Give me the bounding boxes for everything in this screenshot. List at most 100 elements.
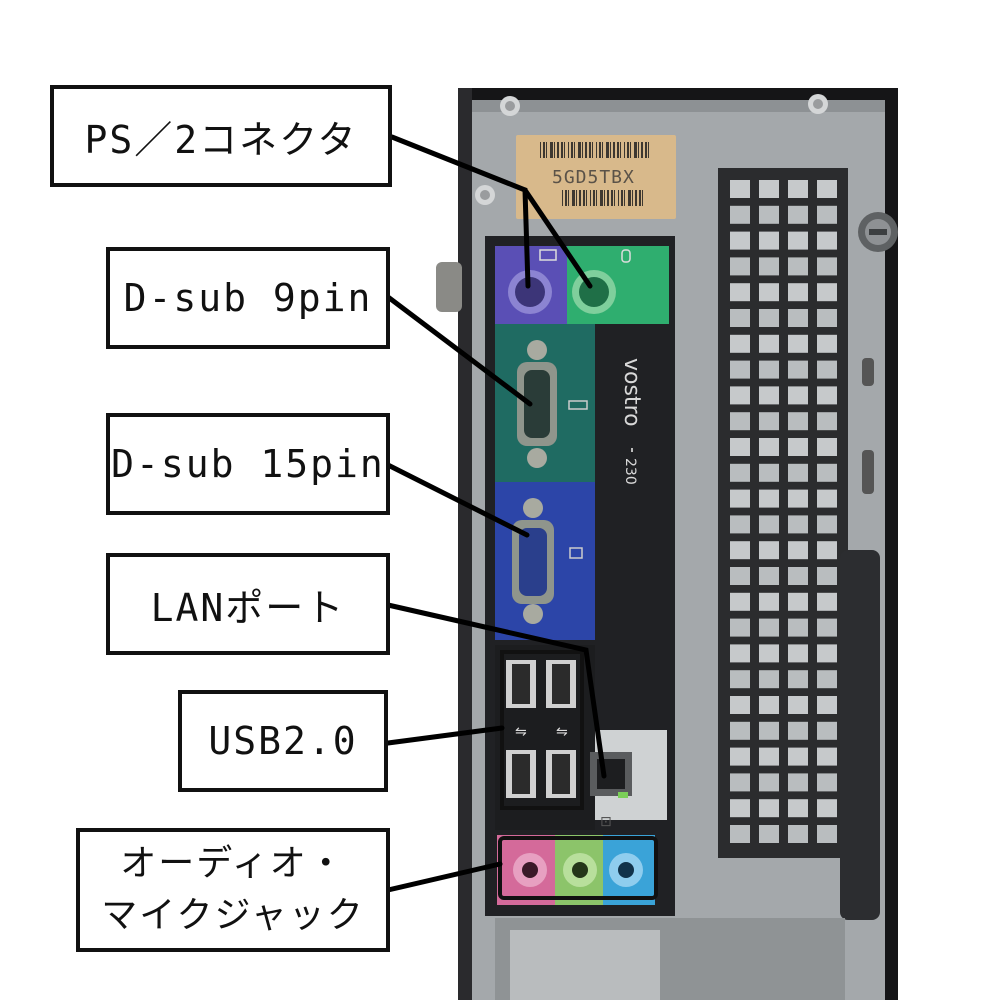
vent-hole [730,799,750,818]
brand-text: vostro [619,358,644,427]
callout-lan-text: LANポート [150,585,346,630]
vent-hole [788,360,808,379]
vent-hole [788,180,808,198]
vent-hole [817,412,837,431]
lower-slot-bracket [510,930,660,1000]
vent-hole [788,386,808,405]
chassis-side-edge [458,88,472,1000]
vent-hole [817,696,837,714]
monitor-icon [569,547,583,559]
chassis-recess [840,550,880,920]
vent-hole [759,309,779,327]
vent-hole [730,438,750,456]
vent-hole [817,773,837,792]
vent-hole [788,799,808,818]
vent-hole [788,825,808,843]
vent-hole [759,592,779,611]
lan-port [590,752,632,798]
thumb-screw [858,212,898,252]
callout-leader-lines [385,134,607,893]
vent-hole [788,489,808,508]
vent-hole [759,618,779,637]
vent-hole [759,721,779,740]
vent-hole [788,309,808,327]
callout-dsub15-text: D-sub 15pin [111,442,385,486]
callout-audio-text-line2: マイクジャック [101,895,365,936]
vent-hole [788,334,808,353]
vent-hole [817,386,837,405]
usb-icon: ⇋ [515,724,527,740]
vent-hole [730,541,750,560]
vent-hole [817,283,837,302]
vent-hole [817,489,837,508]
mouse-icon [621,249,631,263]
vent-hole [730,644,750,663]
vent-hole [817,360,837,379]
vent-hole [817,463,837,482]
vent-hole [788,773,808,792]
vent-hole [759,438,779,456]
vent-hole [759,180,779,198]
vent-hole [788,283,808,302]
vent-hole [730,773,750,792]
vent-hole [759,670,779,689]
ps2-mouse-port [572,270,616,314]
vent-hole [759,334,779,353]
vent-hole [788,515,808,534]
vent-hole [817,541,837,560]
vent-hole [730,205,750,224]
barcode [562,190,643,206]
vent-hole [817,799,837,818]
audio-highlight-box [498,836,658,900]
vent-hole [730,257,750,276]
vent-hole [817,644,837,663]
vent-grille [730,180,837,843]
vent-hole [817,670,837,689]
serial-icon [568,400,588,410]
audio-jack [513,853,643,887]
vent-hole [817,231,837,250]
vent-hole [730,721,750,740]
vent-hole [730,592,750,611]
vent-hole [788,541,808,560]
vent-hole [817,309,837,327]
callout-ps2-text: PS／2コネクタ [84,117,358,162]
vent-hole [759,515,779,534]
usb-icon: ⇋ [556,724,568,740]
dsub15-port [512,498,554,624]
vent-hole [759,283,779,302]
vent-hole [788,412,808,431]
side-latch [436,262,462,312]
vent-hole [817,257,837,276]
side-slot [862,358,874,386]
callout-usb-label: USB2.0 [178,690,388,792]
vent-hole [817,180,837,198]
vent-hole [730,670,750,689]
vent-hole [730,747,750,766]
vent-hole [817,721,837,740]
vent-hole [730,283,750,302]
side-slot [862,450,874,494]
service-tag-text: 5GD5TBX [552,167,635,188]
vent-hole [788,721,808,740]
vent-hole [759,799,779,818]
vent-hole [788,644,808,663]
vent-hole [788,567,808,585]
vent-hole [759,257,779,276]
vent-hole [759,696,779,714]
vent-hole [730,334,750,353]
vent-hole [788,618,808,637]
vent-hole [759,205,779,224]
vent-hole [788,747,808,766]
metal-plate-shade [472,100,885,112]
vent-hole [730,309,750,327]
vent-hole [788,696,808,714]
vent-hole [817,825,837,843]
vent-hole [788,205,808,224]
vent-hole [788,592,808,611]
vent-hole [730,825,750,843]
vent-hole [788,670,808,689]
callout-ps2-label: PS／2コネクタ [50,85,392,187]
usb-port [506,660,576,798]
vent-hole [759,489,779,508]
